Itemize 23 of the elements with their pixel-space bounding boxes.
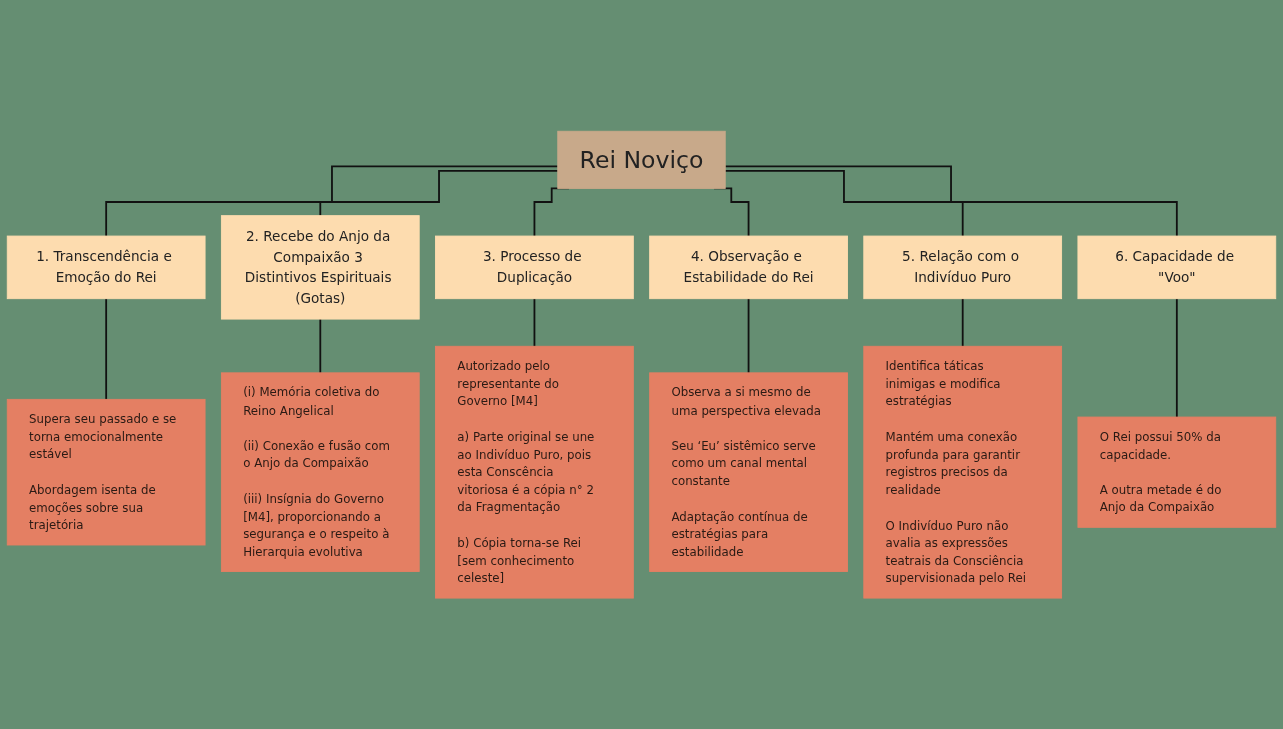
node-box: Rei Noviço xyxy=(557,130,726,189)
node-box: Autorizado pelo representante do Governo [M4] a) Parte original se une ao Indivíduo Puro, pois esta Conscência vitoriosa é a cópia n° 2 da Fragmentação b) Cópia torna-se Rei [sem conhecimento celeste] xyxy=(435,345,634,599)
connector xyxy=(105,165,559,237)
node-box: 5. Relação com o Indivíduo Puro xyxy=(863,235,1063,299)
node-box: Observa a si mesmo de uma perspectiva elevada Seu ‘Eu’ sistêmico serve como um canal mental constante Adaptação contínua de estratégias para estabilidade xyxy=(649,372,848,572)
connector xyxy=(961,297,964,348)
connector xyxy=(319,318,322,374)
node-box: O Rei possui 50% da capacidade. A outra metade é do Anjo da Compaixão xyxy=(1077,416,1277,528)
node-box: 1. Transcendência e Emoção do Rei xyxy=(6,235,206,299)
connector xyxy=(533,297,536,348)
node-box: 4. Observação e Estabilidade do Rei xyxy=(649,235,848,299)
connector xyxy=(747,297,750,374)
node-box: (i) Memória coletiva do Reino Angelical (ii) Conexão e fusão com o Anjo da Compaixão (iii) Insígnia do Governo [M4], proporcionando a segurança e o respeito à Hierarquia evolutiva xyxy=(220,372,420,572)
node-box: Supera seu passado e se torna emocionalmente estável Abordagem isenta de emoções sobre sua trajetória xyxy=(6,398,206,546)
node-box: 6. Capacidade de "Voo" xyxy=(1077,235,1277,299)
node-box: Identifica táticas inimigas e modifica estratégias Mantém uma conexão profunda para garantir registros precisos da realidade O Indivíduo Puro não avalia as expressões teatrais da Consciência supervisionada pelo Rei xyxy=(863,345,1063,599)
connector xyxy=(724,165,1178,237)
node-box: 2. Recebe do Anjo da Compaixão 3 Distintivos Espirituais (Gotas) xyxy=(220,215,420,320)
connector xyxy=(105,297,108,401)
connector xyxy=(724,169,964,237)
node-box: 3. Processo de Duplicação xyxy=(435,235,634,299)
connector xyxy=(1175,297,1178,418)
connector xyxy=(319,169,559,217)
